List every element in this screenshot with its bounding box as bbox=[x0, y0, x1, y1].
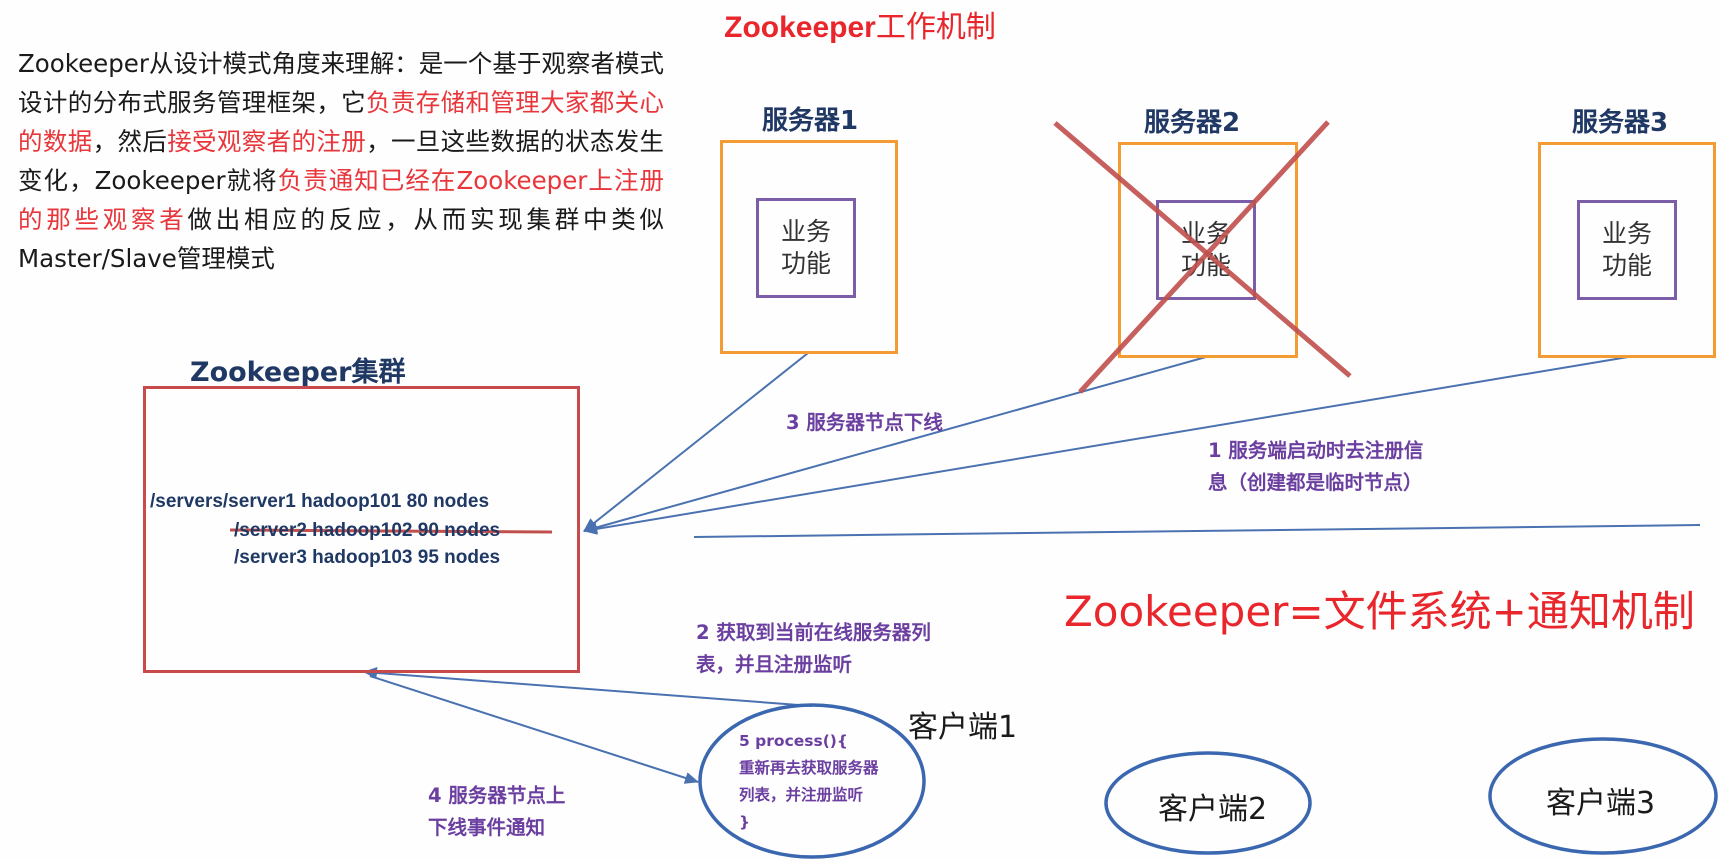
cluster-box bbox=[143, 386, 580, 673]
arrow-cluster-to-client1 bbox=[369, 675, 699, 784]
server2-label: 服务器2 bbox=[1143, 108, 1241, 138]
server3-business-box: 业务功能 bbox=[1577, 200, 1677, 300]
cluster-title: Zookeeper集群 bbox=[190, 357, 406, 388]
step1-line2: 息（创建都是临时节点） bbox=[1208, 471, 1423, 494]
server2-biz-line1: 业务 bbox=[1180, 219, 1231, 248]
intro-paragraph: Zookeeper从设计模式角度来理解：是一个基于观察者模式设计的分布式服务管理… bbox=[18, 44, 664, 278]
step2-line2: 表，并且注册监听 bbox=[696, 653, 853, 676]
client3-ellipse bbox=[1488, 737, 1718, 855]
client2-ellipse bbox=[1104, 751, 1312, 855]
step5-line1: 5 process(){ bbox=[739, 732, 848, 750]
server1-box bbox=[720, 140, 898, 354]
separator-line bbox=[693, 524, 1701, 538]
step4-line1: 4 服务器节点上 bbox=[428, 784, 566, 807]
step2-label: 2 获取到当前在线服务器列 表，并且注册监听 bbox=[696, 617, 931, 681]
server3-label: 服务器3 bbox=[1571, 108, 1669, 138]
arrow-client1-to-cluster bbox=[363, 667, 813, 707]
step1-label: 1 服务端启动时去注册信 息（创建都是临时节点） bbox=[1208, 435, 1423, 499]
arrow-server2-to-cluster bbox=[583, 356, 1207, 534]
strike-server2-node bbox=[229, 528, 553, 534]
node-server2: /server2 hadoop102 90 nodes bbox=[234, 520, 501, 541]
arrow-server1-to-cluster bbox=[583, 352, 809, 532]
formula-text: Zookeeper=文件系统+通知机制 bbox=[1064, 587, 1695, 636]
intro-text-3: ，一旦这些数据的状态发生变化，Zookeeper就将 bbox=[18, 127, 665, 195]
intro-text-2: ，然后 bbox=[92, 127, 168, 156]
intro-highlight-1: 负责存储和管理大家都关心的数据 bbox=[18, 88, 665, 156]
intro-highlight-3: 负责通知已经在Zookeeper上注册的那些观察者 bbox=[18, 166, 665, 234]
step4-line2: 下线事件通知 bbox=[428, 816, 546, 839]
title-suffix: 工作机制 bbox=[875, 10, 996, 45]
intro-highlight-2: 接受观察者的注册 bbox=[167, 127, 367, 156]
step1-line1: 1 服务端启动时去注册信 bbox=[1208, 439, 1424, 462]
server3-box bbox=[1538, 142, 1716, 358]
client1-ellipse bbox=[698, 703, 926, 859]
client3-label: 客户端3 bbox=[1546, 786, 1656, 821]
server1-biz-line1: 业务 bbox=[780, 217, 831, 246]
step4-label: 4 服务器节点上 下线事件通知 bbox=[428, 780, 565, 844]
server1-label: 服务器1 bbox=[761, 106, 859, 136]
step3-label: 3 服务器节点下线 bbox=[786, 411, 943, 434]
intro-text-1: Zookeeper从设计模式角度来理解：是一个基于观察者模式设计的分布式服务管理… bbox=[18, 49, 664, 117]
client1-process-text: 5 process(){ 重新再去获取服务器 列表，并注册监听 } bbox=[739, 728, 929, 836]
server1-business-box: 业务功能 bbox=[756, 198, 856, 298]
step5-line2: 重新再去获取服务器 bbox=[739, 759, 879, 777]
intro-text-4: 做出相应的反应，从而实现集群中类似Master/Slave管理模式 bbox=[18, 205, 664, 273]
node-server1: /servers/server1 hadoop101 80 nodes bbox=[150, 491, 490, 512]
node-server3: /server3 hadoop103 95 nodes bbox=[234, 547, 501, 568]
page-title: Zookeeper工作机制 bbox=[0, 2, 1720, 46]
step5-line4: } bbox=[739, 813, 751, 831]
server2-business-box: 业务功能 bbox=[1156, 200, 1256, 300]
client1-label: 客户端1 bbox=[908, 710, 1018, 745]
server3-biz-line2: 功能 bbox=[1601, 251, 1652, 280]
server2-biz-line2: 功能 bbox=[1180, 251, 1231, 280]
server1-biz-line2: 功能 bbox=[780, 249, 831, 278]
arrow-server3-to-cluster bbox=[583, 356, 1629, 535]
title-prefix: Zookeeper bbox=[724, 11, 876, 44]
client2-label: 客户端2 bbox=[1158, 792, 1268, 827]
step5-line3: 列表，并注册监听 bbox=[739, 786, 864, 804]
server3-biz-line1: 业务 bbox=[1601, 219, 1652, 248]
step2-line1: 2 获取到当前在线服务器列 bbox=[696, 621, 931, 644]
